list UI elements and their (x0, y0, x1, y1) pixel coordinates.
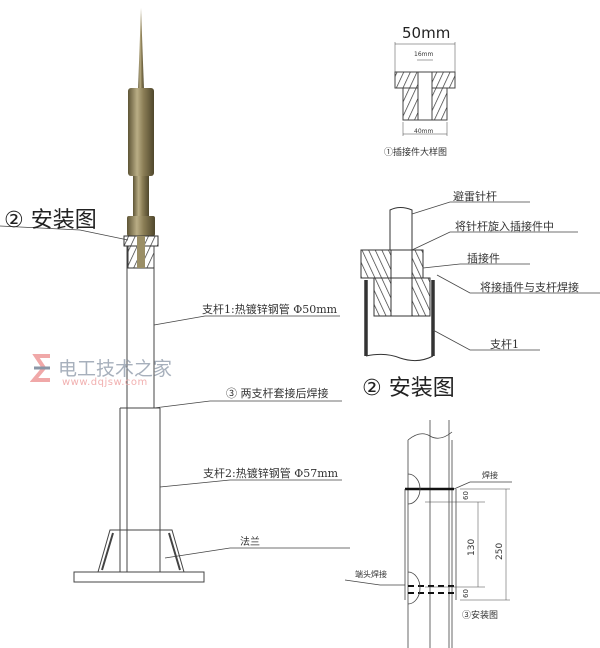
pole2-label: 支杆2:热镀锌钢管 Φ57mm (203, 467, 339, 480)
detail3-caption: ③安装图 (462, 611, 499, 621)
detail1-caption: ①插接件大样图 (384, 148, 448, 158)
flange (73, 529, 205, 583)
flange-label: 法兰 (240, 537, 260, 548)
detail-3-joint (344, 420, 512, 648)
dim-40mm: 40mm (414, 128, 434, 135)
weld-label: 将接插件与支杆焊接 (480, 281, 579, 294)
detail-1-connector (394, 42, 456, 136)
connector-label: 插接件 (467, 252, 500, 265)
pole1-label: 支杆1:热镀锌钢管 Φ50mm (202, 303, 338, 316)
weld-end-label: 端头焊接 (355, 570, 387, 579)
connector-main (123, 235, 159, 269)
lightning-rod (127, 8, 155, 236)
rod-label: 避雷针杆 (453, 190, 497, 203)
pole1-short-label: 支杆1 (490, 338, 519, 351)
detail-2-assembly (360, 207, 435, 362)
dim-130: 130 (467, 538, 477, 556)
watermark-url: www.dqjsw.com (62, 377, 148, 388)
main-install-title: ② 安装图 (4, 208, 97, 233)
pole-2 (119, 407, 161, 572)
watermark-logo-icon (30, 352, 54, 384)
detail2-title: ② 安装图 (362, 376, 455, 401)
detail-2-leaders (411, 201, 600, 351)
dim-50mm: 50mm (402, 24, 451, 42)
dim-60-bottom: 60 (462, 589, 470, 598)
weld-joint-label: ③ 两支杆套接后焊接 (226, 387, 329, 400)
watermark-text: 电工技术之家 (58, 358, 173, 380)
main-leaders (0, 225, 350, 559)
pole-1 (126, 246, 155, 408)
screw-in-label: 将针杆旋入插接件中 (455, 220, 554, 233)
dim-60-top: 60 (462, 491, 470, 500)
dim-250: 250 (495, 542, 505, 560)
dim-16mm: 16mm (414, 51, 434, 58)
weld-top-label: 焊接 (482, 471, 498, 480)
